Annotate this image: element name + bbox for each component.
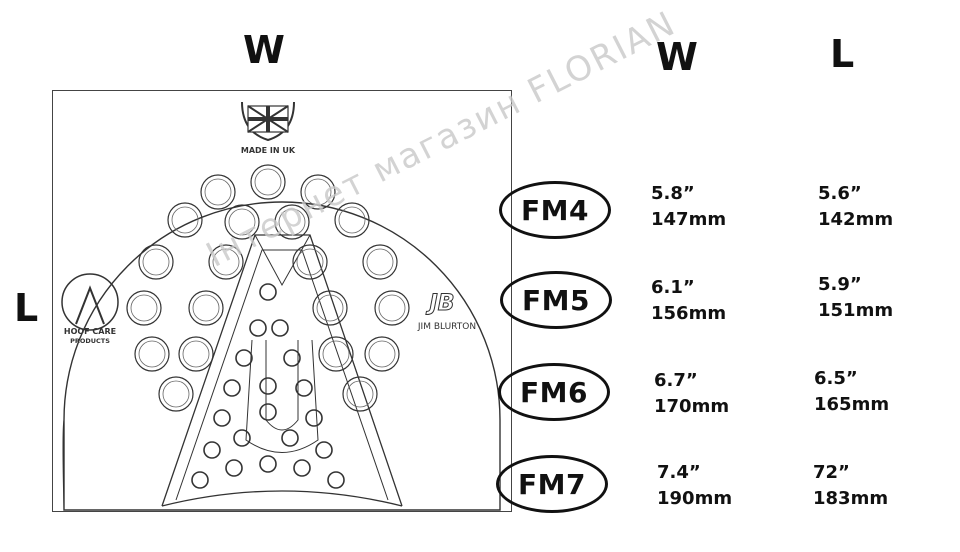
pad-holes [126,164,410,489]
pad-hole-inner [228,208,256,236]
pad-hole [208,244,244,280]
pad-stud [283,349,301,367]
pad-width-label: W [243,28,285,72]
pad-hole [200,174,236,210]
pad-stud [271,319,289,337]
pad-length-label: L [14,286,39,330]
pad-hole-inner [204,178,232,206]
pad-hole-inner [378,294,406,322]
length-value-fm4: 5.6”142mm [818,183,894,230]
pad-stud [203,441,221,459]
pad-hole [188,290,224,326]
uk-flag-icon [241,101,295,142]
pad-hole [138,244,174,280]
pad-hole [158,376,194,412]
pad-stud [225,459,243,477]
pad-hole-inner [182,340,210,368]
pad-hole [250,164,286,200]
pad-hole [126,290,162,326]
width-value-fm7: 7.4”190mm [657,462,733,509]
pad-hole-inner [254,168,282,196]
size-label-fm4: FM4 [499,181,611,239]
pad-hole-inner [138,340,166,368]
pad-hole [292,244,328,280]
pad-hole [300,174,336,210]
pad-hole-inner [322,340,350,368]
pad-hole-inner [171,206,199,234]
size-label-fm5: FM5 [500,271,612,329]
pad-stud [259,377,277,395]
pad-stud [235,349,253,367]
pad-hole-inner [192,294,220,322]
pad-stud [191,471,209,489]
pad-stud [327,471,345,489]
pad-hole [362,244,398,280]
pad-stud [295,379,313,397]
pad-hole [274,204,310,240]
length-value-fm7: 72”183mm [813,462,889,509]
pad-hole-inner [304,178,332,206]
pad-hole-inner [296,248,324,276]
length-value-fm6: 6.5”165mm [814,368,890,415]
products-text: PRODUCTS [70,337,110,345]
pad-hole-inner [278,208,306,236]
pad-hole [134,336,170,372]
pad-stud [305,409,323,427]
jb-logo-icon: JB [426,291,455,316]
pad-hole-inner [366,248,394,276]
pad-hole [342,376,378,412]
pad-hole-inner [346,380,374,408]
width-value-fm5: 6.1”156mm [651,277,727,324]
pad-stud [281,429,299,447]
pad-hole [178,336,214,372]
jim-blurton-text: JIM BLURTON [417,322,476,332]
pad-stud [293,459,311,477]
length-value-fm5: 5.9”151mm [818,274,894,321]
width-value-fm6: 6.7”170mm [654,370,730,417]
pad-stud [249,319,267,337]
pad-stud [213,409,231,427]
pad-hole-inner [316,294,344,322]
pad-hole [374,290,410,326]
pad-stud [259,403,277,421]
pad-stud [315,441,333,459]
hoof-care-text: HOOF CARE [64,327,116,336]
pad-stud [259,455,277,473]
pad-hole [318,336,354,372]
pad-hole-inner [130,294,158,322]
frog-pad-diagram: MADE IN UK HOOF CARE PRODUCTS JB JIM BLU… [52,90,512,512]
pad-hole [312,290,348,326]
pad-hole-inner [142,248,170,276]
pad-hole-inner [162,380,190,408]
size-label-fm6: FM6 [498,363,610,421]
table-width-header: W [656,35,698,79]
pad-hole [364,336,400,372]
pad-stud [233,429,251,447]
pad-hole [334,202,370,238]
pad-hole-inner [338,206,366,234]
table-length-header: L [830,32,855,76]
hoof-care-logo-icon [61,273,119,331]
pad-hole-inner [212,248,240,276]
pad-hole [224,204,260,240]
pad-hole-inner [368,340,396,368]
size-label-fm7: FM7 [496,455,608,513]
made-in-uk-text: MADE IN UK [241,146,296,155]
pad-hole [167,202,203,238]
width-value-fm4: 5.8”147mm [651,183,727,230]
pad-stud [259,283,277,301]
pad-stud [223,379,241,397]
